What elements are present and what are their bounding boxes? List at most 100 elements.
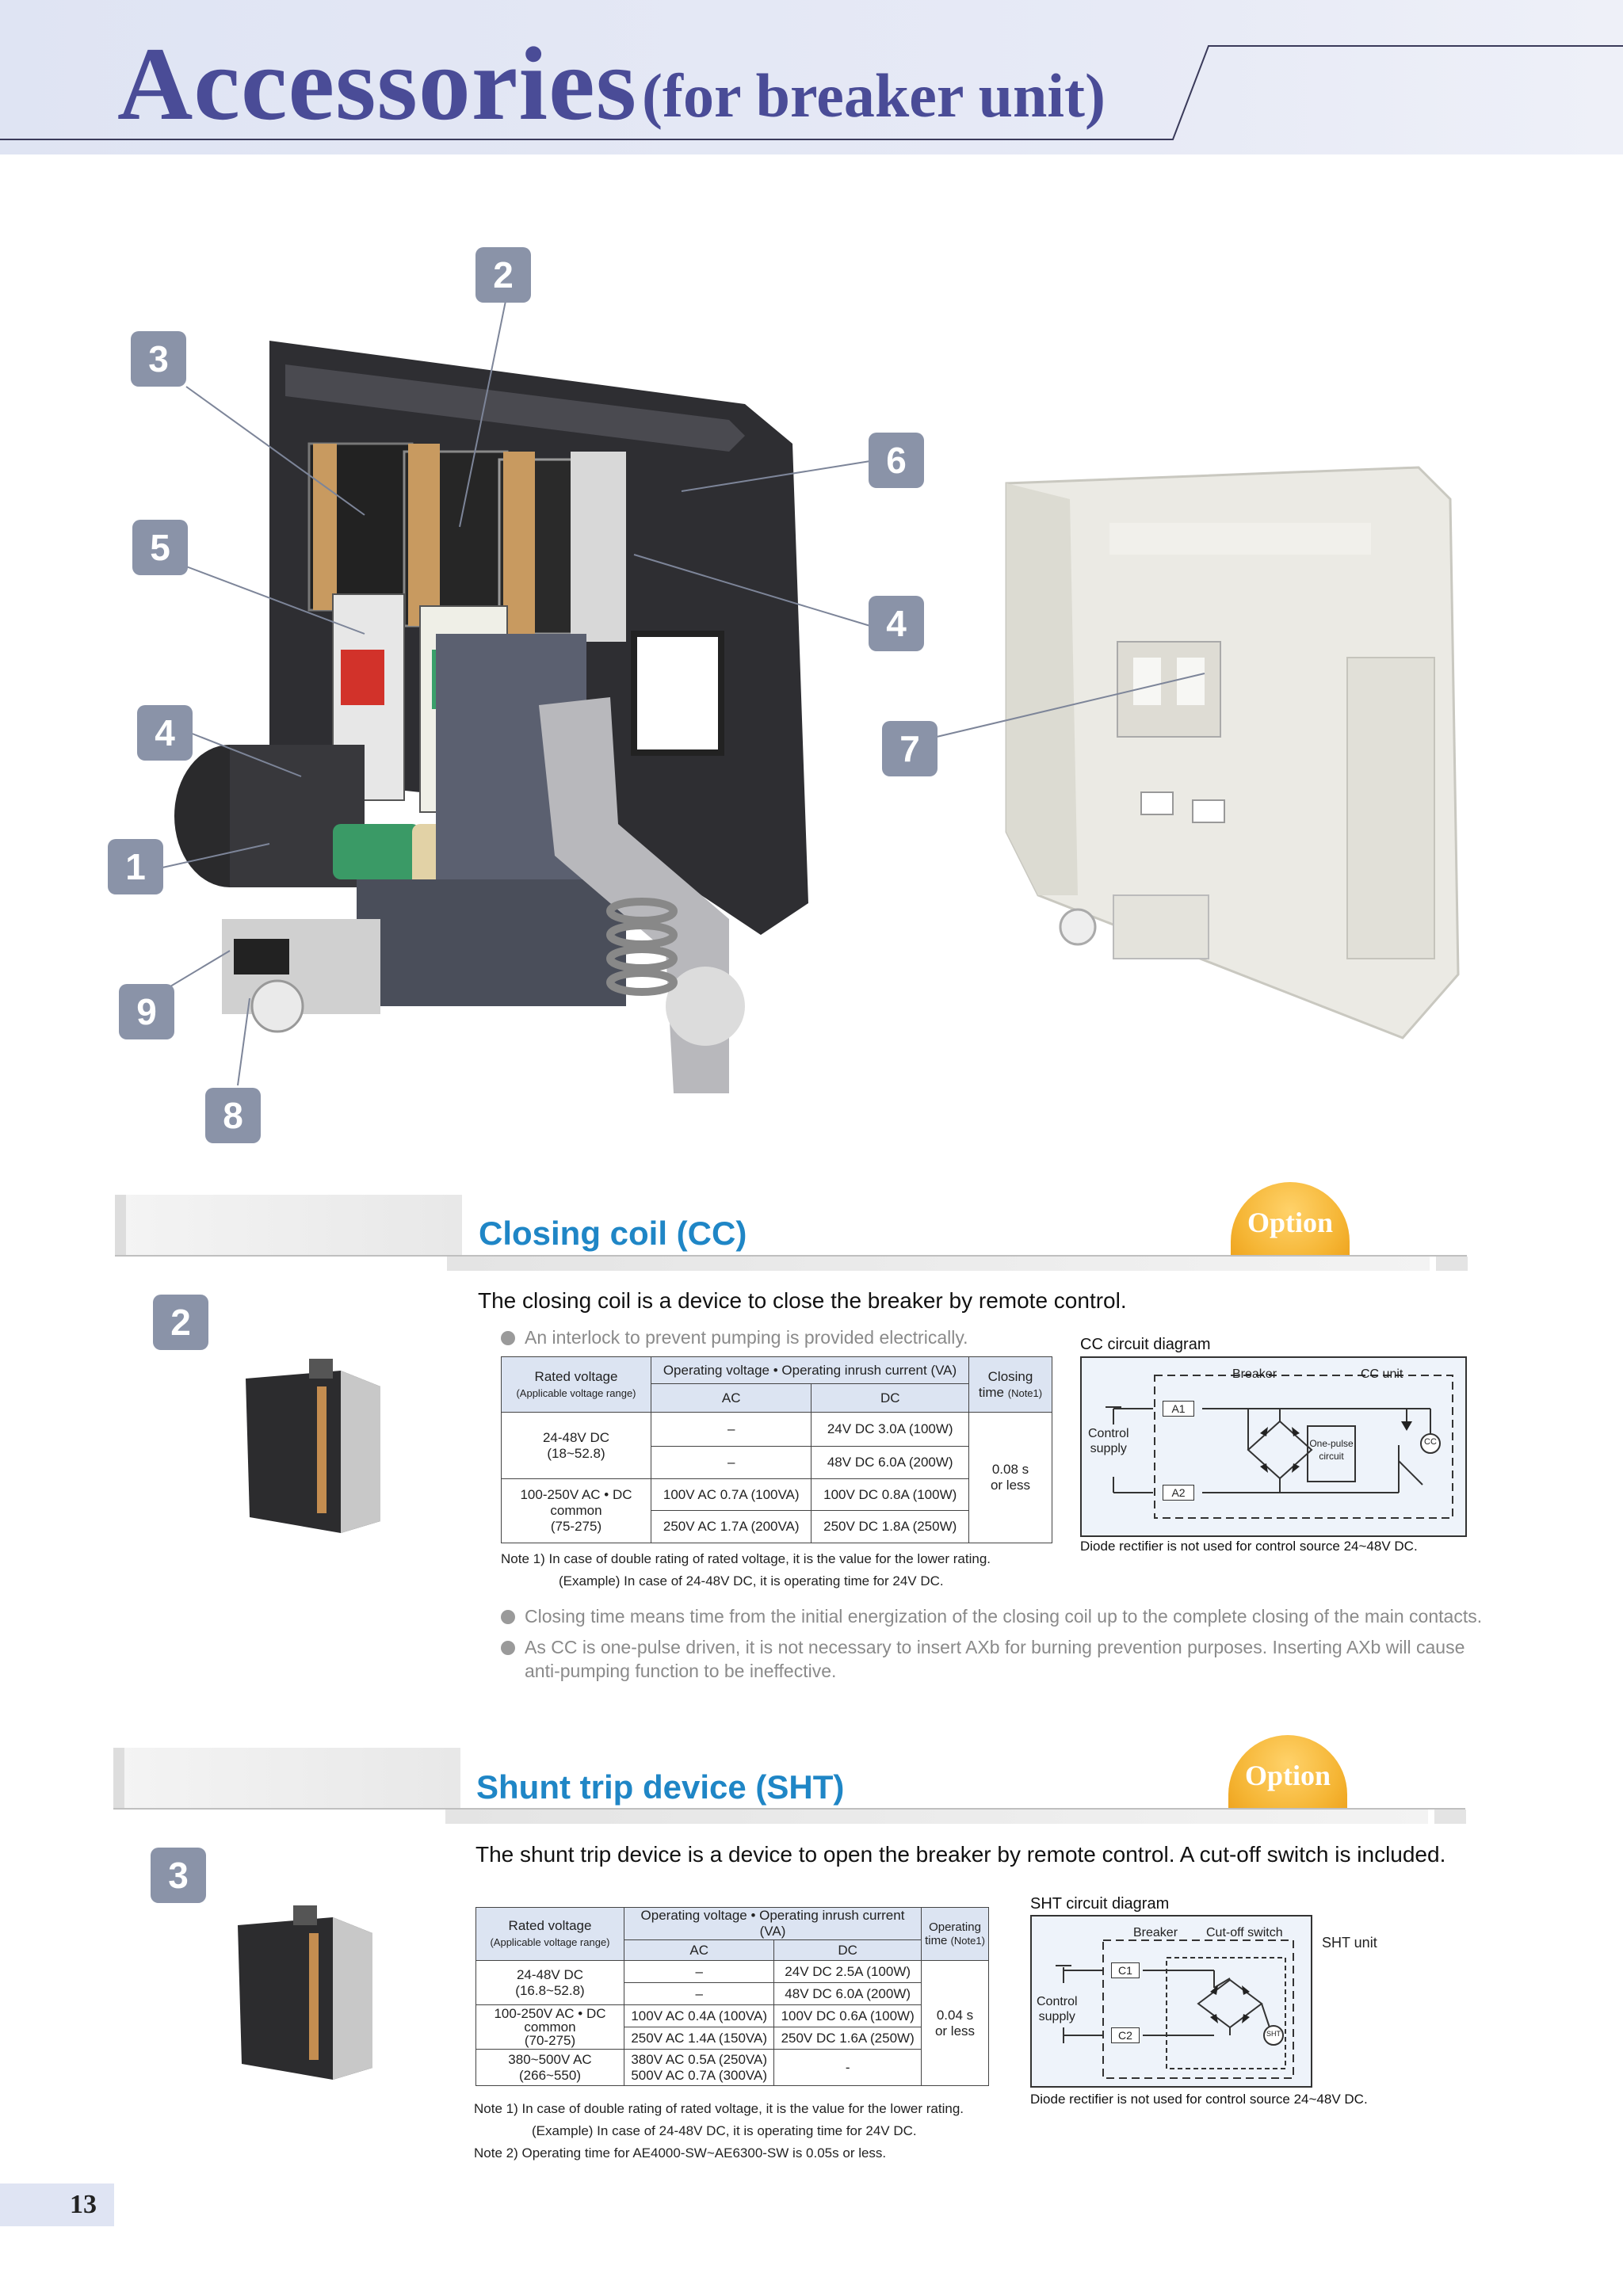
header-band	[0, 0, 1623, 154]
sht-th-rated-sub: (Applicable voltage range)	[490, 1936, 610, 1948]
sht-spec-table: Rated voltage(Applicable voltage range) …	[475, 1907, 989, 2086]
cc-th-rated-sub: (Applicable voltage range)	[516, 1386, 636, 1399]
cc-section-bar	[447, 1257, 1430, 1271]
sht-section-rule	[113, 1808, 1465, 1810]
sht-r2-dc2: 250V DC 1.6A (250W)	[773, 2027, 922, 2050]
cc-bullet-closing-time-text: Closing time means time from the initial…	[525, 1606, 1483, 1627]
sht-th-rated-text: Rated voltage	[508, 1918, 592, 1933]
cc-diag-a1: A1	[1163, 1401, 1194, 1417]
cc-r2-range: (75-275)	[550, 1518, 602, 1534]
callout-6: 6	[869, 433, 924, 488]
cc-th-rated-text: Rated voltage	[534, 1368, 618, 1384]
sht-section-bar	[445, 1810, 1428, 1824]
page-number: 13	[70, 2190, 97, 2219]
cc-intro: The closing coil is a device to close th…	[478, 1288, 1127, 1313]
cc-th-op: Operating voltage • Operating inrush cur…	[651, 1356, 969, 1385]
cc-diag-control: Control	[1088, 1427, 1129, 1440]
sht-r1-dc2: 48V DC 6.0A (200W)	[773, 1982, 922, 2005]
cc-bullet-interlock: An interlock to prevent pumping is provi…	[501, 1325, 968, 1349]
sht-section-bar-end	[1434, 1810, 1466, 1824]
sht-th-time-note: (Note1)	[950, 1935, 985, 1947]
sht-r2-ac2: 250V AC 1.4A (150VA)	[623, 2027, 775, 2050]
callout-4-left: 4	[137, 705, 193, 761]
sht-diagram-title: SHT circuit diagram	[1030, 1895, 1170, 1913]
sht-option-badge: Option	[1228, 1735, 1347, 1808]
sht-r3-rated-text: 380~500V AC	[508, 2051, 592, 2067]
cc-r2-ac1: 100V AC 0.7A (100VA)	[650, 1478, 812, 1512]
cc-section-bar-end	[1436, 1257, 1468, 1271]
bullet-dot	[501, 1610, 515, 1624]
cc-th-dc: DC	[811, 1383, 969, 1413]
sht-diag-breaker: Breaker	[1133, 1926, 1178, 1939]
sht-intro: The shunt trip device is a device to ope…	[475, 1842, 1446, 1867]
sht-time-text2: or less	[934, 2023, 976, 2039]
cc-th-time-text: Closing	[987, 1368, 1033, 1384]
cc-section-tab-edge	[115, 1195, 126, 1255]
callout-lines	[150, 300, 1205, 1086]
cc-section-rule	[115, 1255, 1467, 1257]
sht-r3-dc: -	[773, 2049, 922, 2086]
cc-r1-range: (18~52.8)	[547, 1445, 605, 1461]
callout-8: 8	[205, 1088, 261, 1143]
page-title: Accessories	[117, 25, 638, 142]
callout-5: 5	[132, 520, 188, 575]
cc-section-title: Closing coil (CC)	[479, 1215, 747, 1252]
cover-illustration	[1005, 466, 1460, 1039]
cc-r2-dc2: 250V DC 1.8A (250W)	[811, 1510, 969, 1543]
cc-bullet-one-pulse: As CC is one-pulse driven, it is not nec…	[501, 1635, 1468, 1683]
sht-r1-ac2: –	[623, 1982, 775, 2005]
sht-r1-dc1: 24V DC 2.5A (100W)	[773, 1960, 922, 1983]
cc-diag-pulse1: One-pulse	[1309, 1438, 1354, 1449]
sht-th-dc: DC	[773, 1939, 922, 1961]
cc-r2-rated-text: 100-250V AC • DC	[520, 1486, 632, 1502]
cc-r1-dc2: 48V DC 6.0A (200W)	[811, 1446, 969, 1479]
sht-r3-ac: 380V AC 0.5A (250VA)500V AC 0.7A (300VA)	[623, 2049, 775, 2086]
sht-diag-sht: SHT	[1266, 2030, 1281, 2038]
cc-bullet-one-pulse-text: As CC is one-pulse driven, it is not nec…	[525, 1637, 1465, 1657]
cc-time-text2: or less	[990, 1478, 1031, 1493]
bullet-dot	[501, 1331, 515, 1345]
sht-th-time-text2: time	[925, 1934, 948, 1947]
cc-r1-ac1: –	[650, 1412, 812, 1447]
sht-r3-rated: 380~500V AC(266~550)	[475, 2049, 624, 2086]
sht-r3-ac2: 500V AC 0.7A (300VA)	[631, 2067, 768, 2083]
callout-1: 1	[108, 839, 163, 894]
closing-coil-illustration	[246, 1359, 380, 1533]
cc-spec-table: Rated voltage(Applicable voltage range) …	[501, 1356, 1052, 1544]
cc-section-tab	[115, 1195, 462, 1255]
sht-diag-control: Control	[1037, 1995, 1078, 2008]
callout-9: 9	[119, 984, 174, 1039]
sht-diagram-note: Diode rectifier is not used for control …	[1030, 2092, 1368, 2107]
cc-r2-dc1: 100V DC 0.8A (100W)	[811, 1478, 969, 1512]
sht-time-text: 0.04 s	[936, 2007, 974, 2023]
bullet-dot	[501, 1641, 515, 1655]
sht-diag-c2: C2	[1111, 2027, 1140, 2043]
cc-diag-a2: A2	[1163, 1485, 1194, 1501]
sht-section-tab	[113, 1748, 460, 1808]
sht-r1-ac1: –	[623, 1960, 775, 1983]
header-divider	[0, 45, 1623, 140]
cc-th-ac: AC	[650, 1383, 812, 1413]
cc-th-rated: Rated voltage (Applicable voltage range)	[501, 1356, 651, 1413]
cc-bullet-interlock-text: An interlock to prevent pumping is provi…	[525, 1327, 968, 1348]
sht-diag-c1: C1	[1111, 1962, 1140, 1978]
cc-item-number: 2	[153, 1295, 208, 1350]
shunt-trip-illustration	[238, 1905, 372, 2080]
cc-r2-common: common	[550, 1502, 602, 1518]
cc-time-text: 0.08 s	[991, 1462, 1029, 1478]
cc-note1: Note 1) In case of double rating of rate…	[501, 1551, 991, 1566]
callout-2: 2	[475, 247, 531, 303]
cc-th-time-note: (Note1)	[1007, 1386, 1043, 1399]
breaker-unit-illustration	[174, 341, 808, 1093]
sht-r2-range: (70-275)	[524, 2033, 576, 2048]
sht-r2-dc1: 100V DC 0.6A (100W)	[773, 2004, 922, 2027]
page-number-box: 13	[0, 2183, 114, 2226]
sht-section-title: Shunt trip device (SHT)	[476, 1768, 845, 1806]
